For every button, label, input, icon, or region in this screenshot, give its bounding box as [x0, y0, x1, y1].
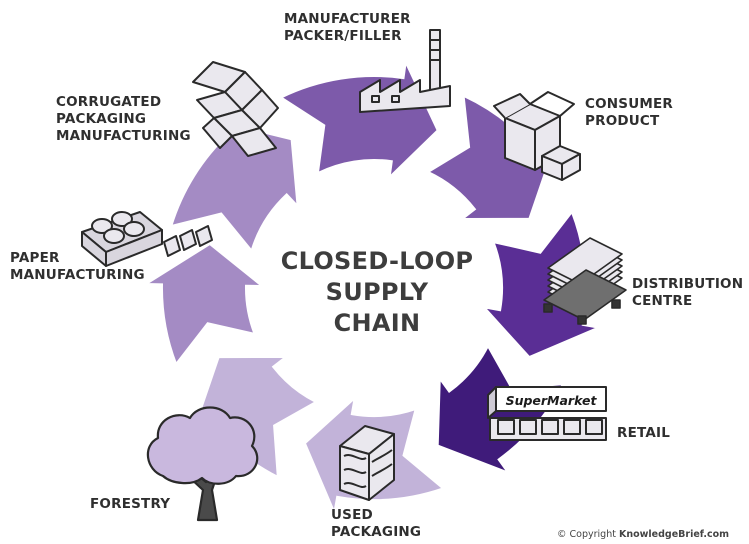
box-die-cut-icon — [192, 61, 279, 157]
label-distribution: DISTRIBUTION CENTRE — [632, 276, 743, 310]
label-paper: PAPER MANUFACTURING — [10, 250, 145, 284]
label-line: FORESTRY — [90, 496, 171, 512]
diagram-title: CLOSED-LOOP SUPPLY CHAIN — [255, 246, 499, 339]
stage-icons: SuperMarket — [81, 29, 627, 522]
label-line: RETAIL — [617, 425, 671, 441]
label-line: DISTRIBUTION — [632, 276, 744, 292]
label-line: MANUFACTURING — [10, 267, 145, 283]
bale-icon — [339, 425, 395, 501]
cycle-arrow-1 — [169, 119, 299, 253]
label-line: PACKAGING — [56, 111, 147, 127]
label-line: PRODUCT — [585, 113, 660, 129]
paper-mill-icon — [81, 211, 213, 267]
supermarket-icon: SuperMarket — [487, 386, 607, 441]
cycle-arrow-8 — [142, 242, 265, 367]
label-forestry: FORESTRY — [90, 496, 170, 513]
title-line: CLOSED-LOOP — [280, 247, 474, 275]
tree-icon — [146, 406, 259, 522]
label-manufacturer: MANUFACTURER PACKER/FILLER — [284, 11, 411, 45]
copyright-notice: © Copyright KnowledgeBrief.com — [557, 529, 729, 540]
title-line: SUPPLY — [325, 278, 429, 306]
label-used-packaging: USED PACKAGING — [331, 507, 421, 541]
label-consumer: CONSUMER PRODUCT — [585, 96, 673, 130]
copyright-prefix: © Copyright — [557, 529, 619, 540]
label-line: PAPER — [10, 250, 60, 266]
store-sign: SuperMarket — [506, 393, 598, 408]
pallet-icon — [543, 237, 627, 325]
label-line: CENTRE — [632, 293, 693, 309]
title-line: CHAIN — [333, 309, 421, 337]
label-corrugated: CORRUGATED PACKAGING MANUFACTURING — [56, 94, 191, 145]
cycle-arrow-2 — [279, 58, 439, 180]
copyright-brand: KnowledgeBrief.com — [618, 529, 730, 540]
boxes-icon — [493, 91, 581, 181]
label-line: PACKAGING — [331, 524, 422, 540]
factory-icon — [359, 29, 451, 113]
label-line: CORRUGATED — [56, 94, 162, 110]
label-line: MANUFACTURER — [284, 11, 411, 27]
label-line: CONSUMER — [585, 96, 674, 112]
cycle-arrow-3 — [425, 94, 556, 221]
label-retail: RETAIL — [617, 425, 670, 442]
label-line: USED — [331, 507, 373, 523]
label-line: PACKER/FILLER — [284, 28, 402, 44]
label-line: MANUFACTURING — [56, 128, 191, 144]
